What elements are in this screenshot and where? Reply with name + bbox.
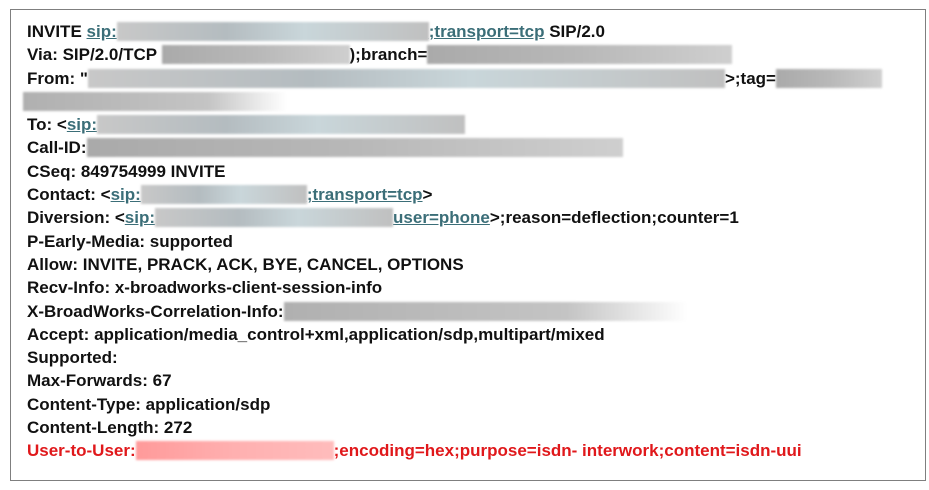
redacted-branch <box>427 45 733 65</box>
to-header: To: <sip: <box>27 113 917 136</box>
sip-invite-message: INVITE sip:;transport=tcp SIP/2.0 Via: S… <box>23 20 917 463</box>
max-forwards-header: Max-Forwards: 67 <box>27 371 172 391</box>
user-to-user-header: User-to-User:;encoding=hex;purpose=isdn-… <box>27 441 802 461</box>
document-frame: INVITE sip:;transport=tcp SIP/2.0 Via: S… <box>10 9 926 481</box>
call-id-header: Call-ID: <box>27 136 917 159</box>
redacted-contact-uri <box>140 185 307 205</box>
contact-header: Contact: <sip:;transport=tcp> <box>27 185 433 205</box>
redacted-diversion-uri <box>155 208 394 228</box>
from-header-continuation <box>23 90 917 113</box>
contact-transport-link[interactable]: ;transport=tcp <box>306 185 423 205</box>
to-uri-link[interactable]: sip: <box>66 115 98 135</box>
redacted-tag-continuation <box>23 91 287 111</box>
redacted-via-host <box>161 45 350 65</box>
allow-header: Allow: INVITE, PRACK, ACK, BYE, CANCEL, … <box>27 254 464 274</box>
accept-header: Accept: application/media_control+xml,ap… <box>27 324 605 344</box>
content-length-header: Content-Length: 272 <box>27 418 193 438</box>
diversion-header: Diversion: <sip:user=phone>;reason=defle… <box>27 208 739 228</box>
redacted-tag <box>775 68 882 88</box>
via-header: Via: SIP/2.0/TCP );branch= <box>27 43 917 66</box>
user-phone-link[interactable]: user=phone <box>393 208 490 228</box>
redacted-to-uri <box>97 115 466 135</box>
contact-uri-link[interactable]: sip: <box>110 185 141 205</box>
redacted-from-value <box>87 68 725 88</box>
transport-link[interactable]: ;transport=tcp <box>428 22 545 41</box>
redacted-request-uri <box>116 22 429 41</box>
diversion-uri-link[interactable]: sip: <box>124 208 156 228</box>
redacted-correlation-info <box>283 301 688 321</box>
recv-info-header: Recv-Info: x-broadworks-client-session-i… <box>27 278 383 298</box>
from-header: From: ">;tag= <box>27 67 917 90</box>
redacted-call-id <box>86 138 623 158</box>
cseq-header: CSeq: 849754999 INVITE <box>27 161 226 181</box>
request-line: INVITE sip:;transport=tcp SIP/2.0 <box>27 22 605 41</box>
supported-header: Supported: <box>27 348 118 368</box>
p-early-media-header: P-Early-Media: supported <box>27 231 233 251</box>
redacted-uui-payload <box>135 441 334 461</box>
request-uri-link[interactable]: sip: <box>86 22 117 41</box>
correlation-info-header: X-BroadWorks-Correlation-Info: <box>27 300 917 323</box>
content-type-header: Content-Type: application/sdp <box>27 394 271 414</box>
